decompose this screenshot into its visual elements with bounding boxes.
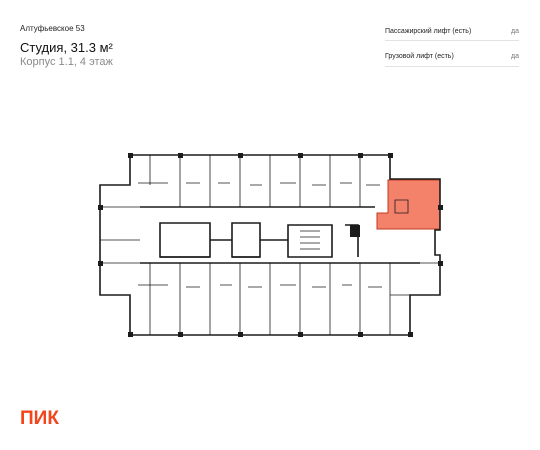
feature-freight-lift: Грузовой лифт (есть) да [385,50,519,62]
pik-logo[interactable]: ПИК [20,408,59,429]
apartment-subtitle: Корпус 1.1, 4 этаж [20,56,113,68]
feature-label: Грузовой лифт (есть) [385,52,454,60]
apartment-highlight[interactable] [376,179,441,230]
feature-label: Пассажирский лифт (есть) [385,27,472,35]
apartment-title: Студия, 31.3 м² [20,40,113,55]
divider [385,40,519,41]
feature-value: да [511,27,519,35]
floor-plan [98,153,443,337]
partitions [100,155,440,335]
columns [98,153,443,337]
feature-passenger-lift: Пассажирский лифт (есть) да [385,25,519,37]
walls [99,154,441,336]
feature-value: да [511,52,519,60]
divider [385,66,519,67]
project-name: Алтуфьевское 53 [20,24,85,33]
